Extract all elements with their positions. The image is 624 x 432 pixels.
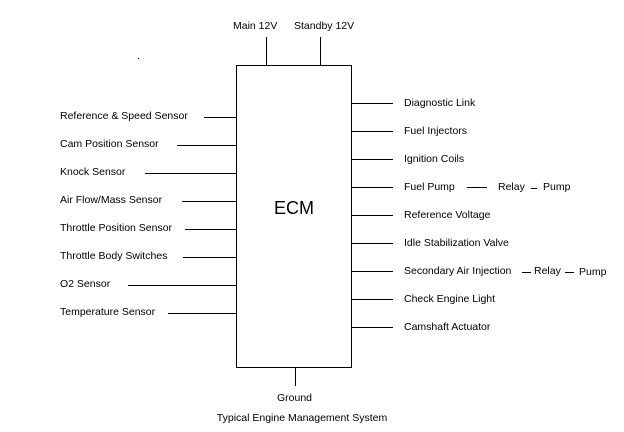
input-label: Throttle Position Sensor [60, 222, 173, 234]
input-connector [145, 173, 236, 174]
output-connector [351, 327, 393, 328]
input-connector [185, 229, 236, 230]
output-connector [351, 131, 393, 132]
chain-connector [522, 272, 531, 273]
input-label: Temperature Sensor [60, 306, 156, 318]
output-label: Ignition Coils [404, 153, 465, 165]
input-connector [183, 257, 236, 258]
output-label: Camshaft Actuator [404, 321, 491, 333]
secondary-air-pump-label: Pump [579, 266, 607, 278]
chain-connector [531, 188, 537, 189]
output-label: Diagnostic Link [404, 97, 476, 109]
input-label: O2 Sensor [60, 278, 111, 290]
output-connector [351, 103, 393, 104]
standby-12v-connector [320, 37, 321, 65]
chain-connector [565, 272, 574, 273]
input-connector [204, 117, 236, 118]
fuel-pump-relay-label: Relay [498, 181, 525, 193]
input-label: Throttle Body Switches [60, 250, 168, 262]
output-label: Idle Stabilization Valve [404, 237, 509, 249]
output-connector [351, 215, 393, 216]
output-label: Fuel Pump [404, 181, 455, 193]
output-label: Secondary Air Injection [404, 265, 512, 277]
main-12v-label: Main 12V [233, 20, 278, 32]
secondary-air-relay-label: Relay [534, 265, 561, 277]
output-label: Fuel Injectors [404, 125, 468, 137]
input-connector [168, 313, 236, 314]
ground-connector [295, 367, 296, 386]
main-12v-connector [266, 37, 267, 65]
output-label: Check Engine Light [404, 293, 496, 305]
diagram-title: Typical Engine Management System [216, 412, 388, 424]
chain-connector [467, 187, 487, 188]
ground-label: Ground [277, 392, 313, 404]
fuel-pump-pump-label: Pump [543, 181, 571, 193]
ecm-box [236, 65, 352, 368]
input-label: Cam Position Sensor [60, 138, 159, 150]
standby-12v-label: Standby 12V [294, 20, 355, 32]
output-label: Reference Voltage [404, 209, 491, 221]
output-connector [351, 187, 393, 188]
input-label: Knock Sensor [60, 166, 126, 178]
output-connector [351, 299, 393, 300]
output-connector [351, 271, 393, 272]
input-label: Air Flow/Mass Sensor [60, 194, 163, 206]
stray-dot [138, 58, 139, 59]
input-connector [128, 285, 236, 286]
input-connector [182, 201, 236, 202]
output-connector [351, 243, 393, 244]
input-connector [177, 145, 236, 146]
input-label: Reference & Speed Sensor [60, 110, 188, 122]
ecm-label: ECM [274, 198, 314, 218]
output-connector [351, 159, 393, 160]
